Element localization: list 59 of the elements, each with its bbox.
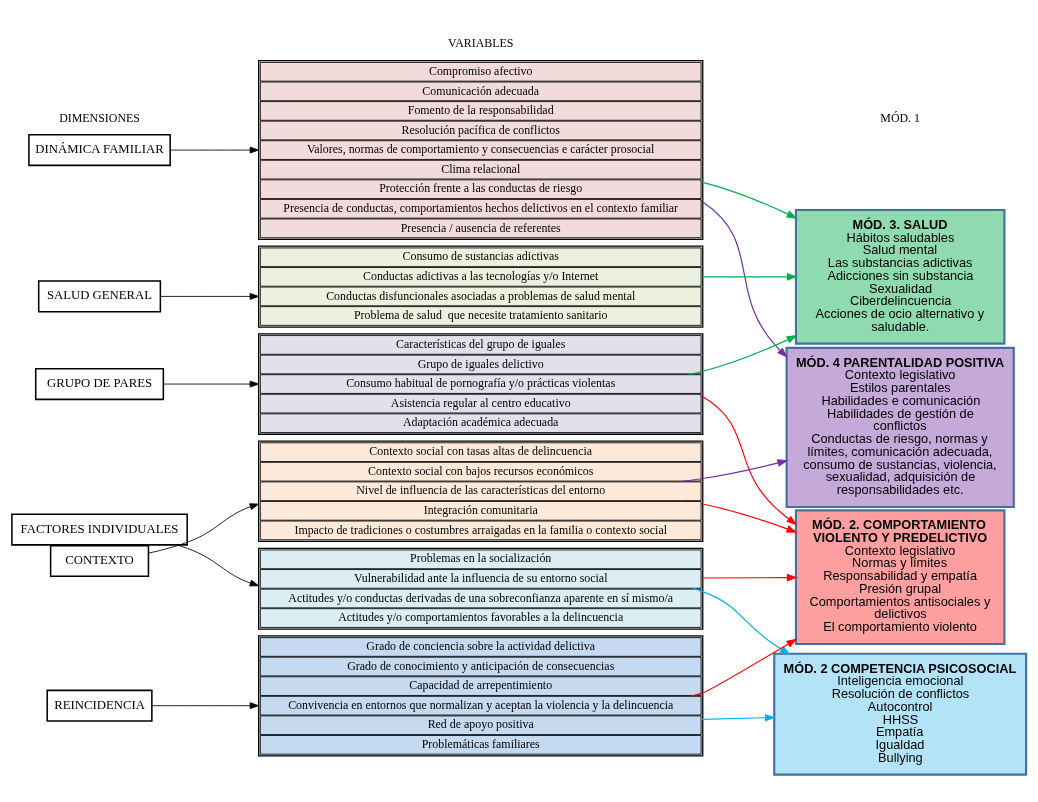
arrow xyxy=(176,544,260,586)
arrow xyxy=(160,292,260,300)
node-box: Capacidad de arrepentimiento xyxy=(259,675,702,696)
label: MÓD. 1 xyxy=(880,110,921,125)
node-box: FACTORES INDIVIDUALES xyxy=(11,512,188,546)
node-box: Actitudes y/o comportamientos favorables a la delincuencia xyxy=(259,607,702,628)
arrow xyxy=(678,458,789,482)
arrow xyxy=(700,272,798,281)
node-box: Grado de conocimiento y anticipación de consecuencias xyxy=(259,656,702,676)
arrow xyxy=(151,701,260,709)
node-box: MÓD. 2. COMPORTAMIENTO VIOLENTO Y PREDELICTIVO Contexto legislativo Normas y límites Responsabilidad y empatía Presión grupal Comportamientos antisociales y delictivos El comportamiento violento xyxy=(794,508,1006,645)
node-box: DINÁMICA FAMILIAR xyxy=(28,133,171,166)
node-box: Compromiso afectivo xyxy=(259,61,702,82)
node-box: Asistencia regular al centro educativo xyxy=(259,393,702,413)
node-box: MÓD. 2 COMPETENCIA PSICOSOCIAL Inteligencia emocional Resolución de conflictos Autocontrol HHSS Empatía Igualdad Bullying xyxy=(773,652,1028,776)
node-box: MÓD. 3. SALUD Hábitos saludables Salud mental Las substancias adictivas Adicciones sin substancia Sexualidad Ciberdelincuencia Acciones de ocio alternativo y saludable. xyxy=(794,208,1006,345)
arrow xyxy=(688,334,798,375)
arrow xyxy=(692,587,791,655)
node-box: Resolución pacífica de conflictos xyxy=(259,120,702,140)
node-box: Consumo de sustancias adictivas xyxy=(259,247,702,267)
node-box: Valores, normas de comportamiento y consecuencias e carácter prosocial xyxy=(259,139,702,160)
node-box: Convivencia en entornos que normalizan y aceptan la violencia y la delincuencia xyxy=(259,695,702,715)
node-box: Conductas adictivas a las tecnologías y/o Internet xyxy=(259,266,702,287)
label: VARIABLES xyxy=(448,35,514,50)
arrow xyxy=(700,713,776,722)
node-box: Problemas en la socialización xyxy=(259,549,702,569)
node-box: Comunicación adecuada xyxy=(259,81,702,101)
node-box: Consumo habitual de pornografía y/o prácticas violentas xyxy=(259,373,702,394)
arrow xyxy=(163,380,260,387)
node-box: MÓD. 4 PARENTALIDAD POSITIVA Contexto legislativo Estilos parentales Habilidades e comunicación Habilidades de gestión de conflictos Conductas de riesgo, normas y límites, comunicación adecuada, consumo de sustancias, violencia, sexualidad, adquisición de responsabilidades etc. xyxy=(785,346,1015,508)
node-box: Fomento de la responsabilidad xyxy=(259,100,702,121)
node-box: Problemáticas familiares xyxy=(259,734,702,755)
node-box: Presencia de conductas, comportamientos hechos delictivos en el contexto familiar xyxy=(259,198,702,219)
node-box: Grupo de iguales delictivo xyxy=(259,354,702,374)
node-box: REINCIDENCIA xyxy=(46,689,153,722)
arrow xyxy=(169,146,260,153)
node-box: Problema de salud que necesite tratamiento sanitario xyxy=(259,305,702,326)
node-box: Red de apoyo positiva xyxy=(259,714,702,735)
node-box: CONTEXTO xyxy=(49,544,150,577)
arrow xyxy=(148,502,260,554)
node-box: Características del grupo de iguales xyxy=(259,334,702,355)
node-box: Protección frente a las conductas de riesgo xyxy=(259,178,702,199)
node-box: Contexto social con tasas altas de delincuencia xyxy=(259,441,702,462)
node-box: Conductas disfuncionales asociadas a problemas de salud mental xyxy=(259,286,702,306)
label: DIMENSIONES xyxy=(59,110,140,125)
node-box: Actitudes y/o conductas derivadas de una sobreconfianza aparente en sí mismo/a xyxy=(259,588,702,608)
node-box: Integración comunitaria xyxy=(259,500,702,521)
node-box: Clima relacional xyxy=(259,159,702,179)
node-box: Adaptación académica adecuada xyxy=(259,412,702,433)
node-box: Presencia / ausencia de referentes xyxy=(259,218,702,238)
node-box: Vulnerabilidad ante la influencia de su entorno social xyxy=(259,568,702,589)
node-box: Impacto de tradiciones o costumbres arraigadas en la familia o contexto social xyxy=(259,520,702,540)
arrow xyxy=(700,573,798,581)
arrow xyxy=(690,638,798,697)
node-box: GRUPO DE PARES xyxy=(34,367,165,400)
node-box: Nivel de influencia de las características del entorno xyxy=(259,481,702,501)
node-box: SALUD GENERAL xyxy=(37,279,162,312)
node-box: Grado de conciencia sobre la actividad delictiva xyxy=(259,636,702,657)
node-box: Contexto social con bajos recursos económicos xyxy=(259,461,702,481)
